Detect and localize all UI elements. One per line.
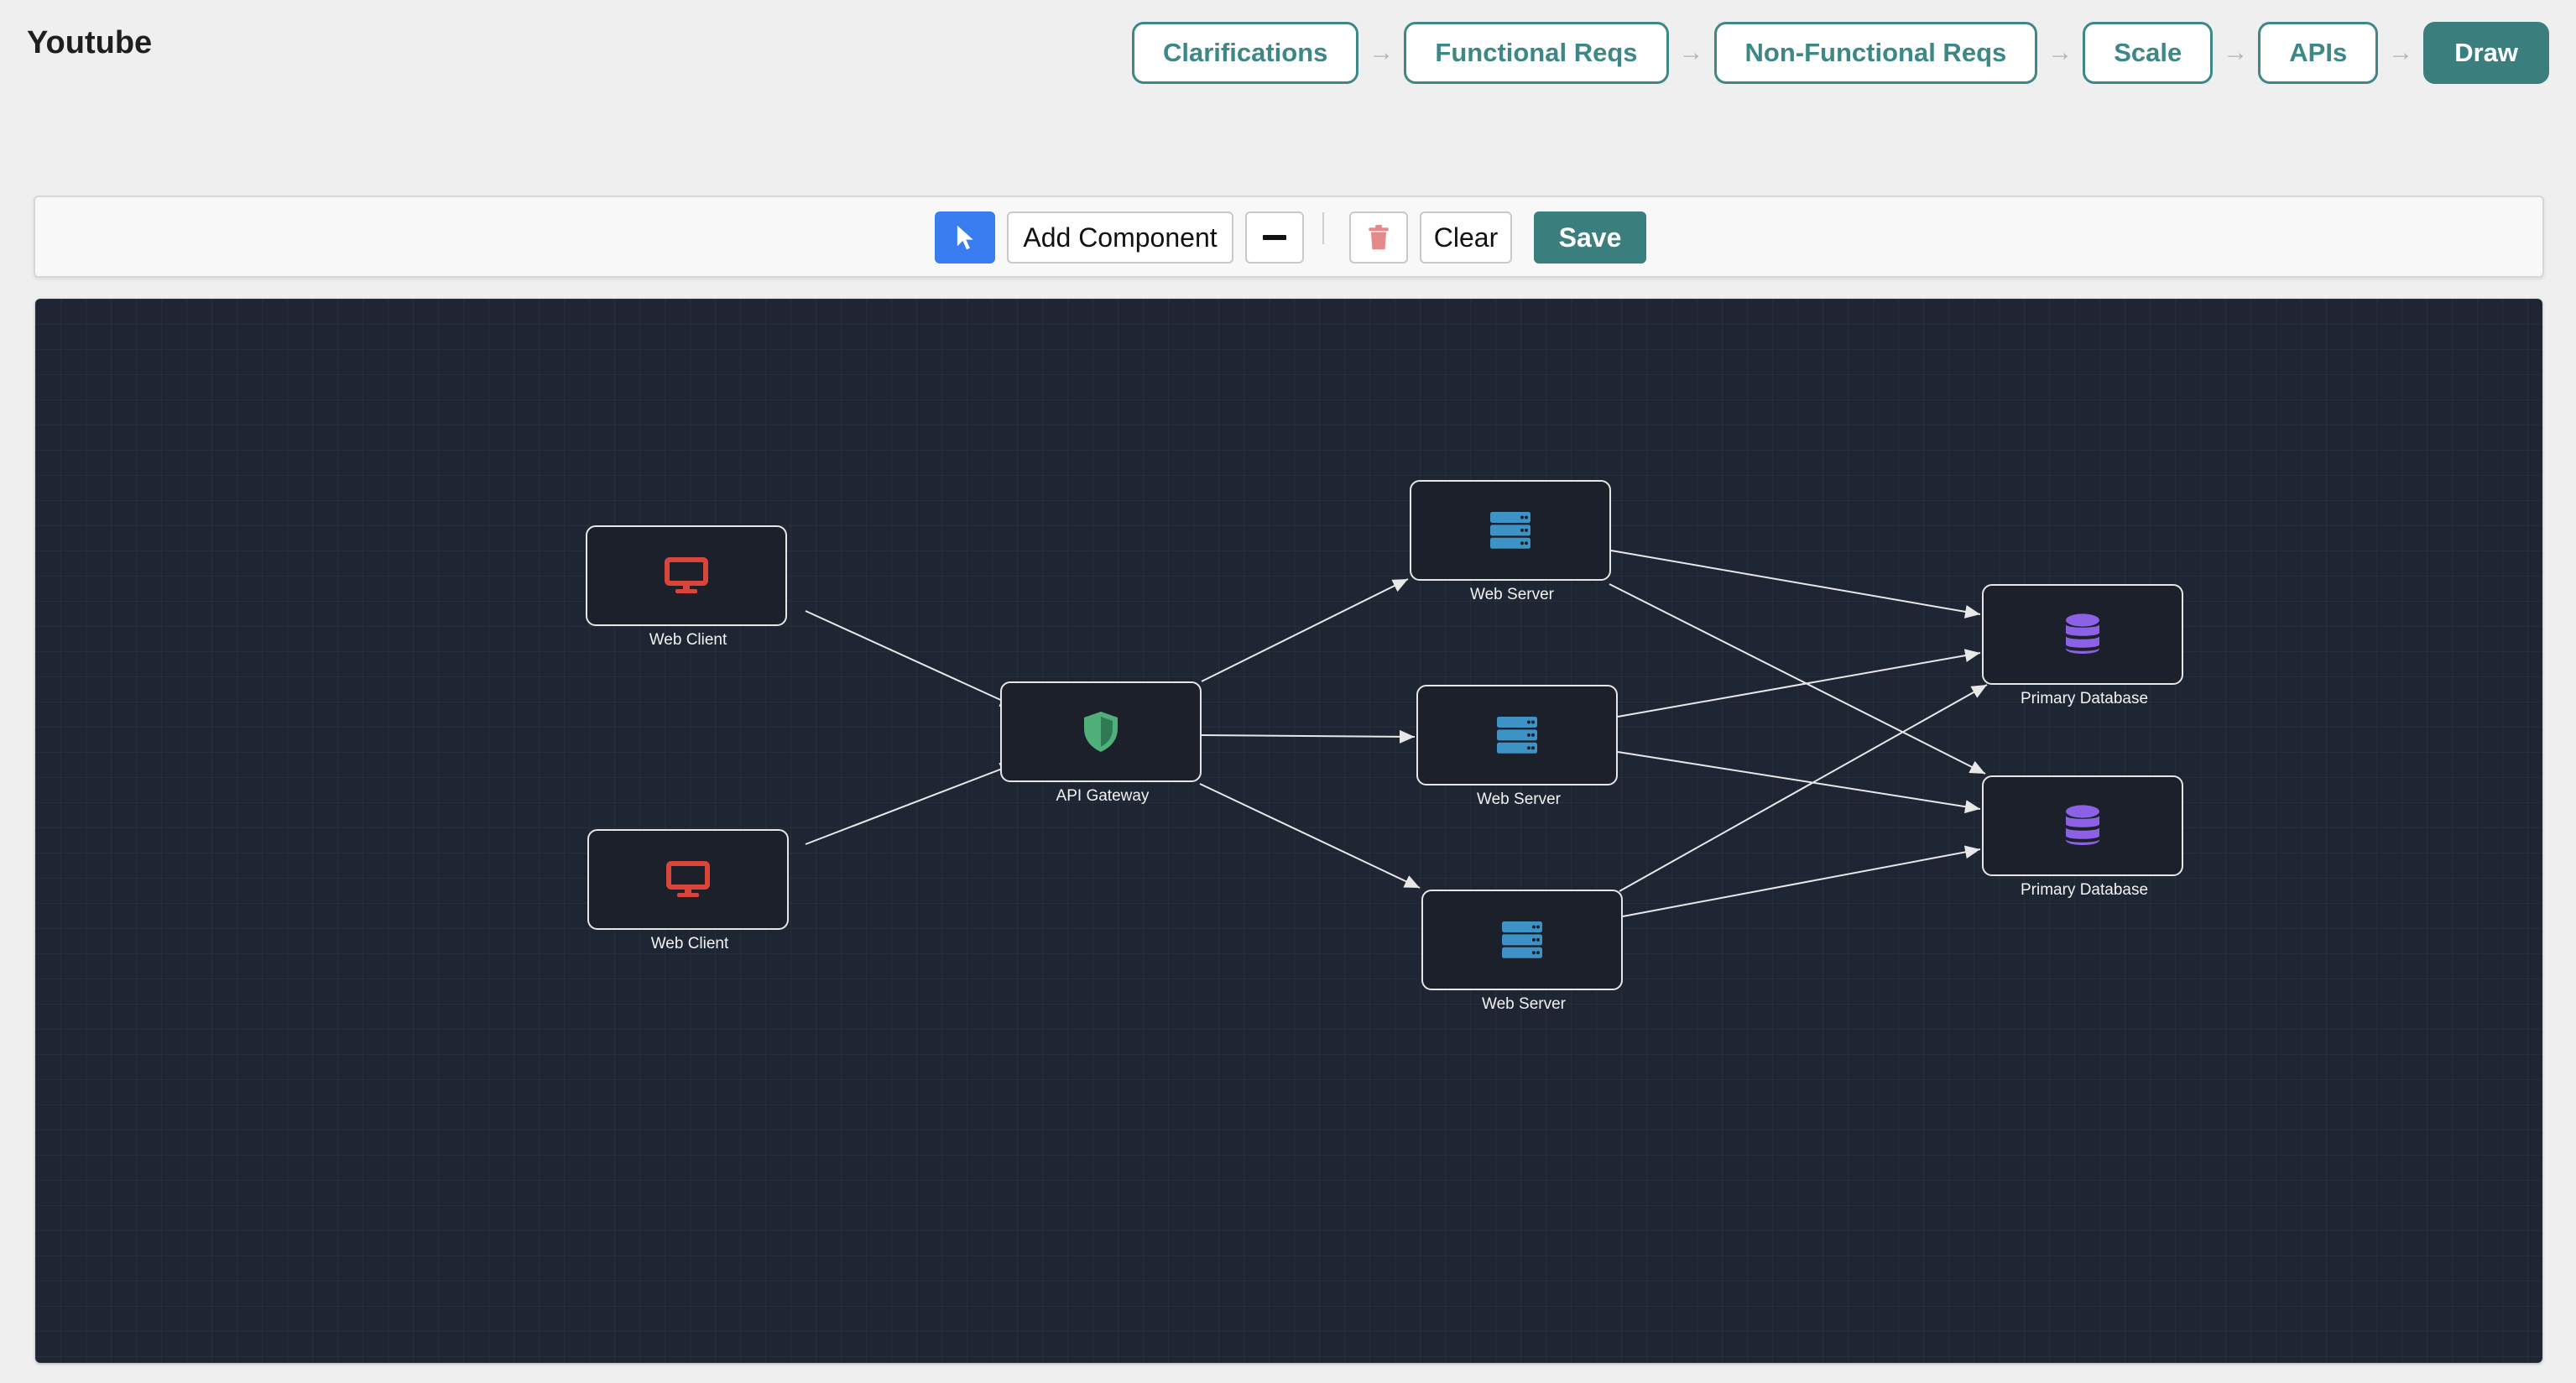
edge-web-server-3-to-primary-db-1[interactable] bbox=[1619, 684, 1988, 892]
edge-api-gateway-to-web-server-3[interactable] bbox=[1199, 783, 1421, 889]
add-component-button[interactable]: Add Component bbox=[1007, 211, 1233, 264]
server-icon bbox=[1490, 512, 1530, 549]
node-web-server[interactable]: Web Server bbox=[1421, 890, 1623, 1013]
arrow-right-icon: → bbox=[2388, 39, 2414, 66]
node-web-client[interactable]: Web Client bbox=[587, 829, 789, 952]
database-icon bbox=[2066, 613, 2099, 654]
diagram-canvas[interactable]: Web Client Web Client API Gateway Web Se… bbox=[35, 299, 2542, 1363]
save-button[interactable]: Save bbox=[1534, 211, 1646, 264]
arrow-right-icon: → bbox=[2047, 39, 2073, 66]
edge-web-server-2-to-primary-db-1[interactable] bbox=[1617, 649, 1981, 718]
select-tool-button[interactable] bbox=[935, 211, 995, 264]
node-label: Primary Database bbox=[2020, 690, 2149, 707]
clear-button[interactable]: Clear bbox=[1420, 211, 1512, 264]
node-label: API Gateway bbox=[1056, 787, 1150, 805]
step-clarifications[interactable]: Clarifications bbox=[1132, 22, 1359, 84]
cursor-pointer-icon bbox=[957, 225, 973, 250]
step-scale[interactable]: Scale bbox=[2083, 22, 2214, 84]
node-web-server[interactable]: Web Server bbox=[1416, 685, 1618, 808]
node-label: Web Server bbox=[1482, 995, 1566, 1013]
toolbar-divider bbox=[1322, 212, 1324, 244]
node-label: Primary Database bbox=[2020, 881, 2149, 899]
app-title: Youtube bbox=[27, 25, 153, 60]
node-label: Web Client bbox=[649, 631, 727, 649]
step-apis[interactable]: APIs bbox=[2258, 22, 2379, 84]
trash-icon bbox=[1369, 225, 1389, 250]
monitor-icon bbox=[665, 557, 708, 593]
edge-web-client-2-to-api-gateway[interactable] bbox=[805, 762, 1016, 845]
edge-web-server-2-to-primary-db-2[interactable] bbox=[1617, 751, 1981, 814]
node-web-client[interactable]: Web Client bbox=[586, 525, 787, 649]
arrow-right-icon: → bbox=[1678, 39, 1704, 66]
minus-icon bbox=[1263, 235, 1286, 240]
server-icon bbox=[1497, 717, 1537, 754]
step-functional-reqs[interactable]: Functional Reqs bbox=[1404, 22, 1669, 84]
edge-web-client-1-to-api-gateway[interactable] bbox=[805, 610, 1016, 707]
edge-web-server-3-to-primary-db-2[interactable] bbox=[1622, 845, 1981, 917]
delete-button[interactable] bbox=[1349, 211, 1408, 264]
line-tool-button[interactable] bbox=[1245, 211, 1304, 264]
arrow-right-icon: → bbox=[1369, 39, 1395, 66]
node-api-gateway[interactable]: API Gateway bbox=[1000, 681, 1202, 805]
node-label: Web Client bbox=[650, 935, 729, 952]
node-primary-database[interactable]: Primary Database bbox=[1982, 775, 2183, 899]
step-non-functional-reqs[interactable]: Non-Functional Reqs bbox=[1713, 22, 2038, 84]
step-navigation: Clarifications → Functional Reqs → Non-F… bbox=[1132, 22, 2549, 84]
edge-api-gateway-to-web-server-2[interactable] bbox=[1201, 729, 1416, 744]
diagram-toolbar: Add Component Clear Save bbox=[34, 196, 2544, 278]
server-icon bbox=[1502, 921, 1542, 958]
database-icon bbox=[2066, 805, 2099, 845]
node-label: Web Server bbox=[1470, 586, 1554, 603]
monitor-icon bbox=[666, 861, 710, 897]
arrow-right-icon: → bbox=[2223, 39, 2249, 66]
step-draw[interactable]: Draw bbox=[2423, 22, 2549, 84]
node-label: Web Server bbox=[1477, 791, 1561, 808]
edges-layer bbox=[805, 550, 1988, 917]
shield-icon bbox=[1084, 712, 1118, 752]
edge-api-gateway-to-web-server-1[interactable] bbox=[1201, 578, 1409, 682]
edge-web-server-1-to-primary-db-1[interactable] bbox=[1610, 550, 1981, 618]
edge-web-server-1-to-primary-db-2[interactable] bbox=[1609, 583, 1986, 775]
node-primary-database[interactable]: Primary Database bbox=[1982, 584, 2183, 707]
node-web-server[interactable]: Web Server bbox=[1410, 480, 1611, 603]
